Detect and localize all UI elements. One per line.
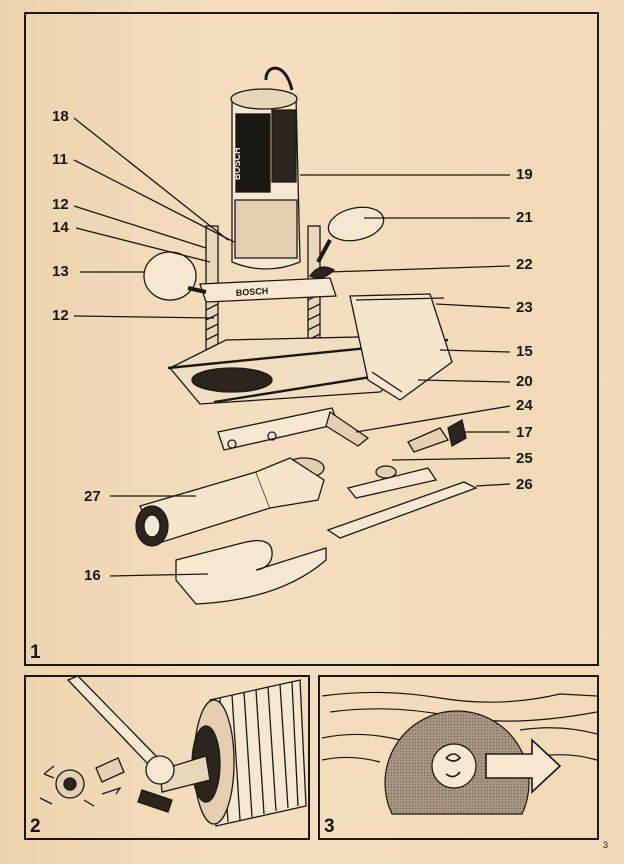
- callout-25: 25: [516, 450, 533, 467]
- callout-26: 26: [516, 476, 533, 493]
- callout-11: 11: [52, 151, 68, 168]
- figure-1-number: 1: [30, 642, 41, 663]
- callout-21: 21: [516, 209, 533, 226]
- callout-20: 20: [516, 373, 533, 390]
- callout-27: 27: [84, 488, 101, 505]
- page-number: 3: [602, 840, 608, 850]
- callout-18: 18: [52, 108, 69, 125]
- figure-2-number: 2: [30, 816, 41, 837]
- figure-1-frame: 1: [24, 12, 599, 666]
- callout-12-upper: 12: [52, 196, 69, 213]
- callout-22: 22: [516, 256, 533, 273]
- callout-17: 17: [516, 424, 533, 441]
- motor-brand: BOSCH: [232, 147, 242, 180]
- base-brand: BOSCH: [235, 286, 268, 298]
- callout-16: 16: [84, 567, 101, 584]
- callout-19: 19: [516, 166, 533, 183]
- callout-13: 13: [52, 263, 69, 280]
- callout-23: 23: [516, 299, 533, 316]
- figure-3-frame: 3: [318, 675, 599, 840]
- callout-15: 15: [516, 343, 533, 360]
- figure-2-frame: 2: [24, 675, 310, 840]
- callout-24: 24: [516, 397, 533, 414]
- callout-14: 14: [52, 219, 69, 236]
- callout-12-lower: 12: [52, 307, 69, 324]
- figure-3-number: 3: [324, 816, 335, 837]
